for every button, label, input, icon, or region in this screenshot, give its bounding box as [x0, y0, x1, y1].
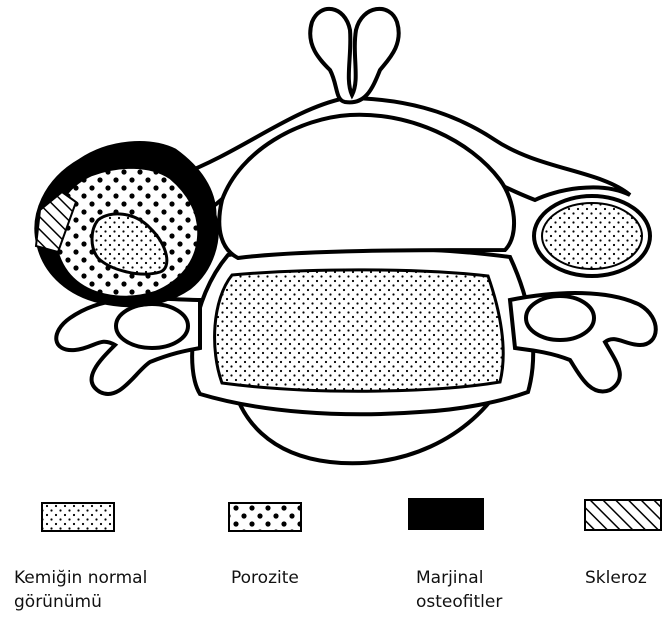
legend-swatch-sclerosis — [585, 500, 661, 530]
vertebral-body-normal-bone — [215, 270, 504, 391]
spinous-process — [310, 9, 399, 103]
legend-swatch-marginal-osteophytes — [408, 498, 484, 530]
legend-label-normal-bone: Kemiğin normal görünümü — [14, 566, 147, 614]
legend-swatch-normal-bone — [42, 503, 114, 531]
legend-label-sclerosis: Skleroz — [585, 566, 647, 590]
right-facet-normal-bone — [542, 203, 642, 269]
left-transverse-foramen — [116, 304, 188, 348]
right-transverse-foramen — [526, 296, 594, 340]
legend-label-porosity: Porozite — [231, 566, 299, 590]
legend-label-marginal-osteophytes: Marjinal osteofitler — [416, 566, 502, 614]
